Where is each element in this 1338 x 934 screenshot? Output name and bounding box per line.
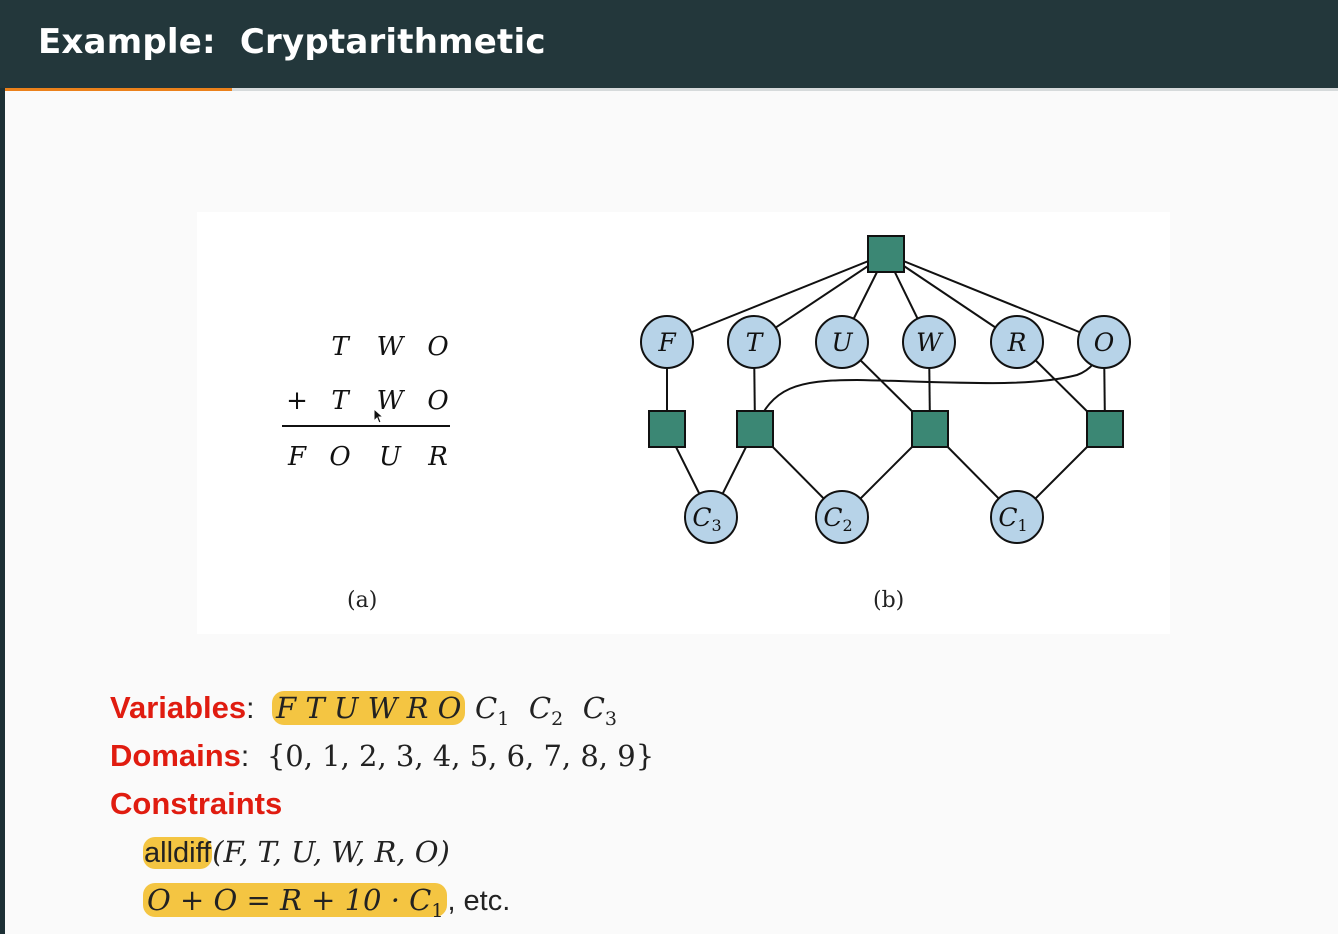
constraint-box: [1086, 410, 1124, 448]
equation: O + O = R + 10 · C1: [143, 883, 448, 922]
variable-node: [902, 315, 956, 369]
puzzle-letter: R: [428, 442, 448, 472]
puzzle-letter: F: [287, 442, 307, 472]
constraint-box: [736, 410, 774, 448]
equation-line: O + O = R + 10 · C1, etc.: [143, 878, 510, 922]
puzzle-letter: W: [376, 332, 404, 362]
variables-line: Variables: F T U W R O C1 C2 C3: [110, 690, 617, 730]
puzzle-figure: T W O + T W O F O U R (a): [197, 212, 657, 634]
puzzle-letter: U: [379, 442, 401, 472]
domains-value: {0, 1, 2, 3, 4, 5, 6, 7, 8, 9}: [266, 739, 655, 773]
variable-node: [727, 315, 781, 369]
alldiff-args: (F, T, U, W, R, O): [212, 835, 450, 869]
progress-bar: [5, 88, 1338, 91]
variables-label: Variables: [110, 690, 247, 725]
variable-node-label: U: [831, 328, 853, 357]
carry-node: [990, 490, 1044, 544]
puzzle-letter: O: [329, 442, 351, 472]
variable-node-label: T: [746, 328, 765, 357]
slide-header: Example: Cryptarithmetic: [0, 0, 1338, 88]
etc-text: , etc.: [447, 885, 511, 917]
graph-edges: [666, 253, 1106, 518]
puzzle-letter: O: [427, 332, 449, 362]
domains-line: Domains: {0, 1, 2, 3, 4, 5, 6, 7, 8, 9}: [110, 738, 655, 773]
variable-node-label: W: [916, 328, 944, 357]
graph-edge: [666, 253, 887, 343]
caption-b: (b): [873, 588, 905, 613]
constraint-box: [648, 410, 686, 448]
variable-node-label: R: [1007, 328, 1027, 357]
variable-node: [815, 315, 869, 369]
constraint-boxes: [648, 235, 1124, 448]
variable-node-label: F: [657, 328, 677, 357]
variable-node-label: O: [1094, 328, 1115, 357]
carry-node: [684, 490, 738, 544]
constraints-line: Constraints: [110, 782, 282, 826]
variable-node: [640, 315, 694, 369]
variable-node: [990, 315, 1044, 369]
variable-node: [1077, 315, 1131, 369]
puzzle-letter: O: [427, 386, 449, 416]
caption-a: (a): [347, 588, 378, 613]
carry-variable: C3: [582, 691, 617, 730]
alldiff-line: alldiff(F, T, U, W, R, O): [143, 830, 450, 874]
puzzle-letter: T: [331, 332, 349, 362]
window-frame: [0, 0, 5, 934]
constraint-box: [911, 410, 949, 448]
constraints-label: Constraints: [110, 786, 283, 821]
puzzle-letter: T: [331, 386, 349, 416]
sum-line: [282, 425, 450, 427]
plus-operator: +: [286, 386, 308, 416]
domains-label: Domains: [110, 738, 241, 773]
slide-title: Example: Cryptarithmetic: [38, 22, 546, 62]
alldiff-name: alldiff: [143, 837, 213, 869]
carry-node: [815, 490, 869, 544]
constraint-box-alldiff: [867, 235, 905, 273]
progress-bar-fill: [5, 88, 232, 91]
puzzle-letter: W: [376, 386, 404, 416]
graph-edge: [885, 253, 1105, 343]
graph-edge-curve: [754, 341, 1105, 430]
carry-variable: C2: [528, 691, 564, 730]
mouse-cursor-icon: [373, 408, 385, 424]
variables-highlighted: F T U W R O: [272, 691, 466, 725]
carry-variable: C1: [475, 691, 510, 730]
